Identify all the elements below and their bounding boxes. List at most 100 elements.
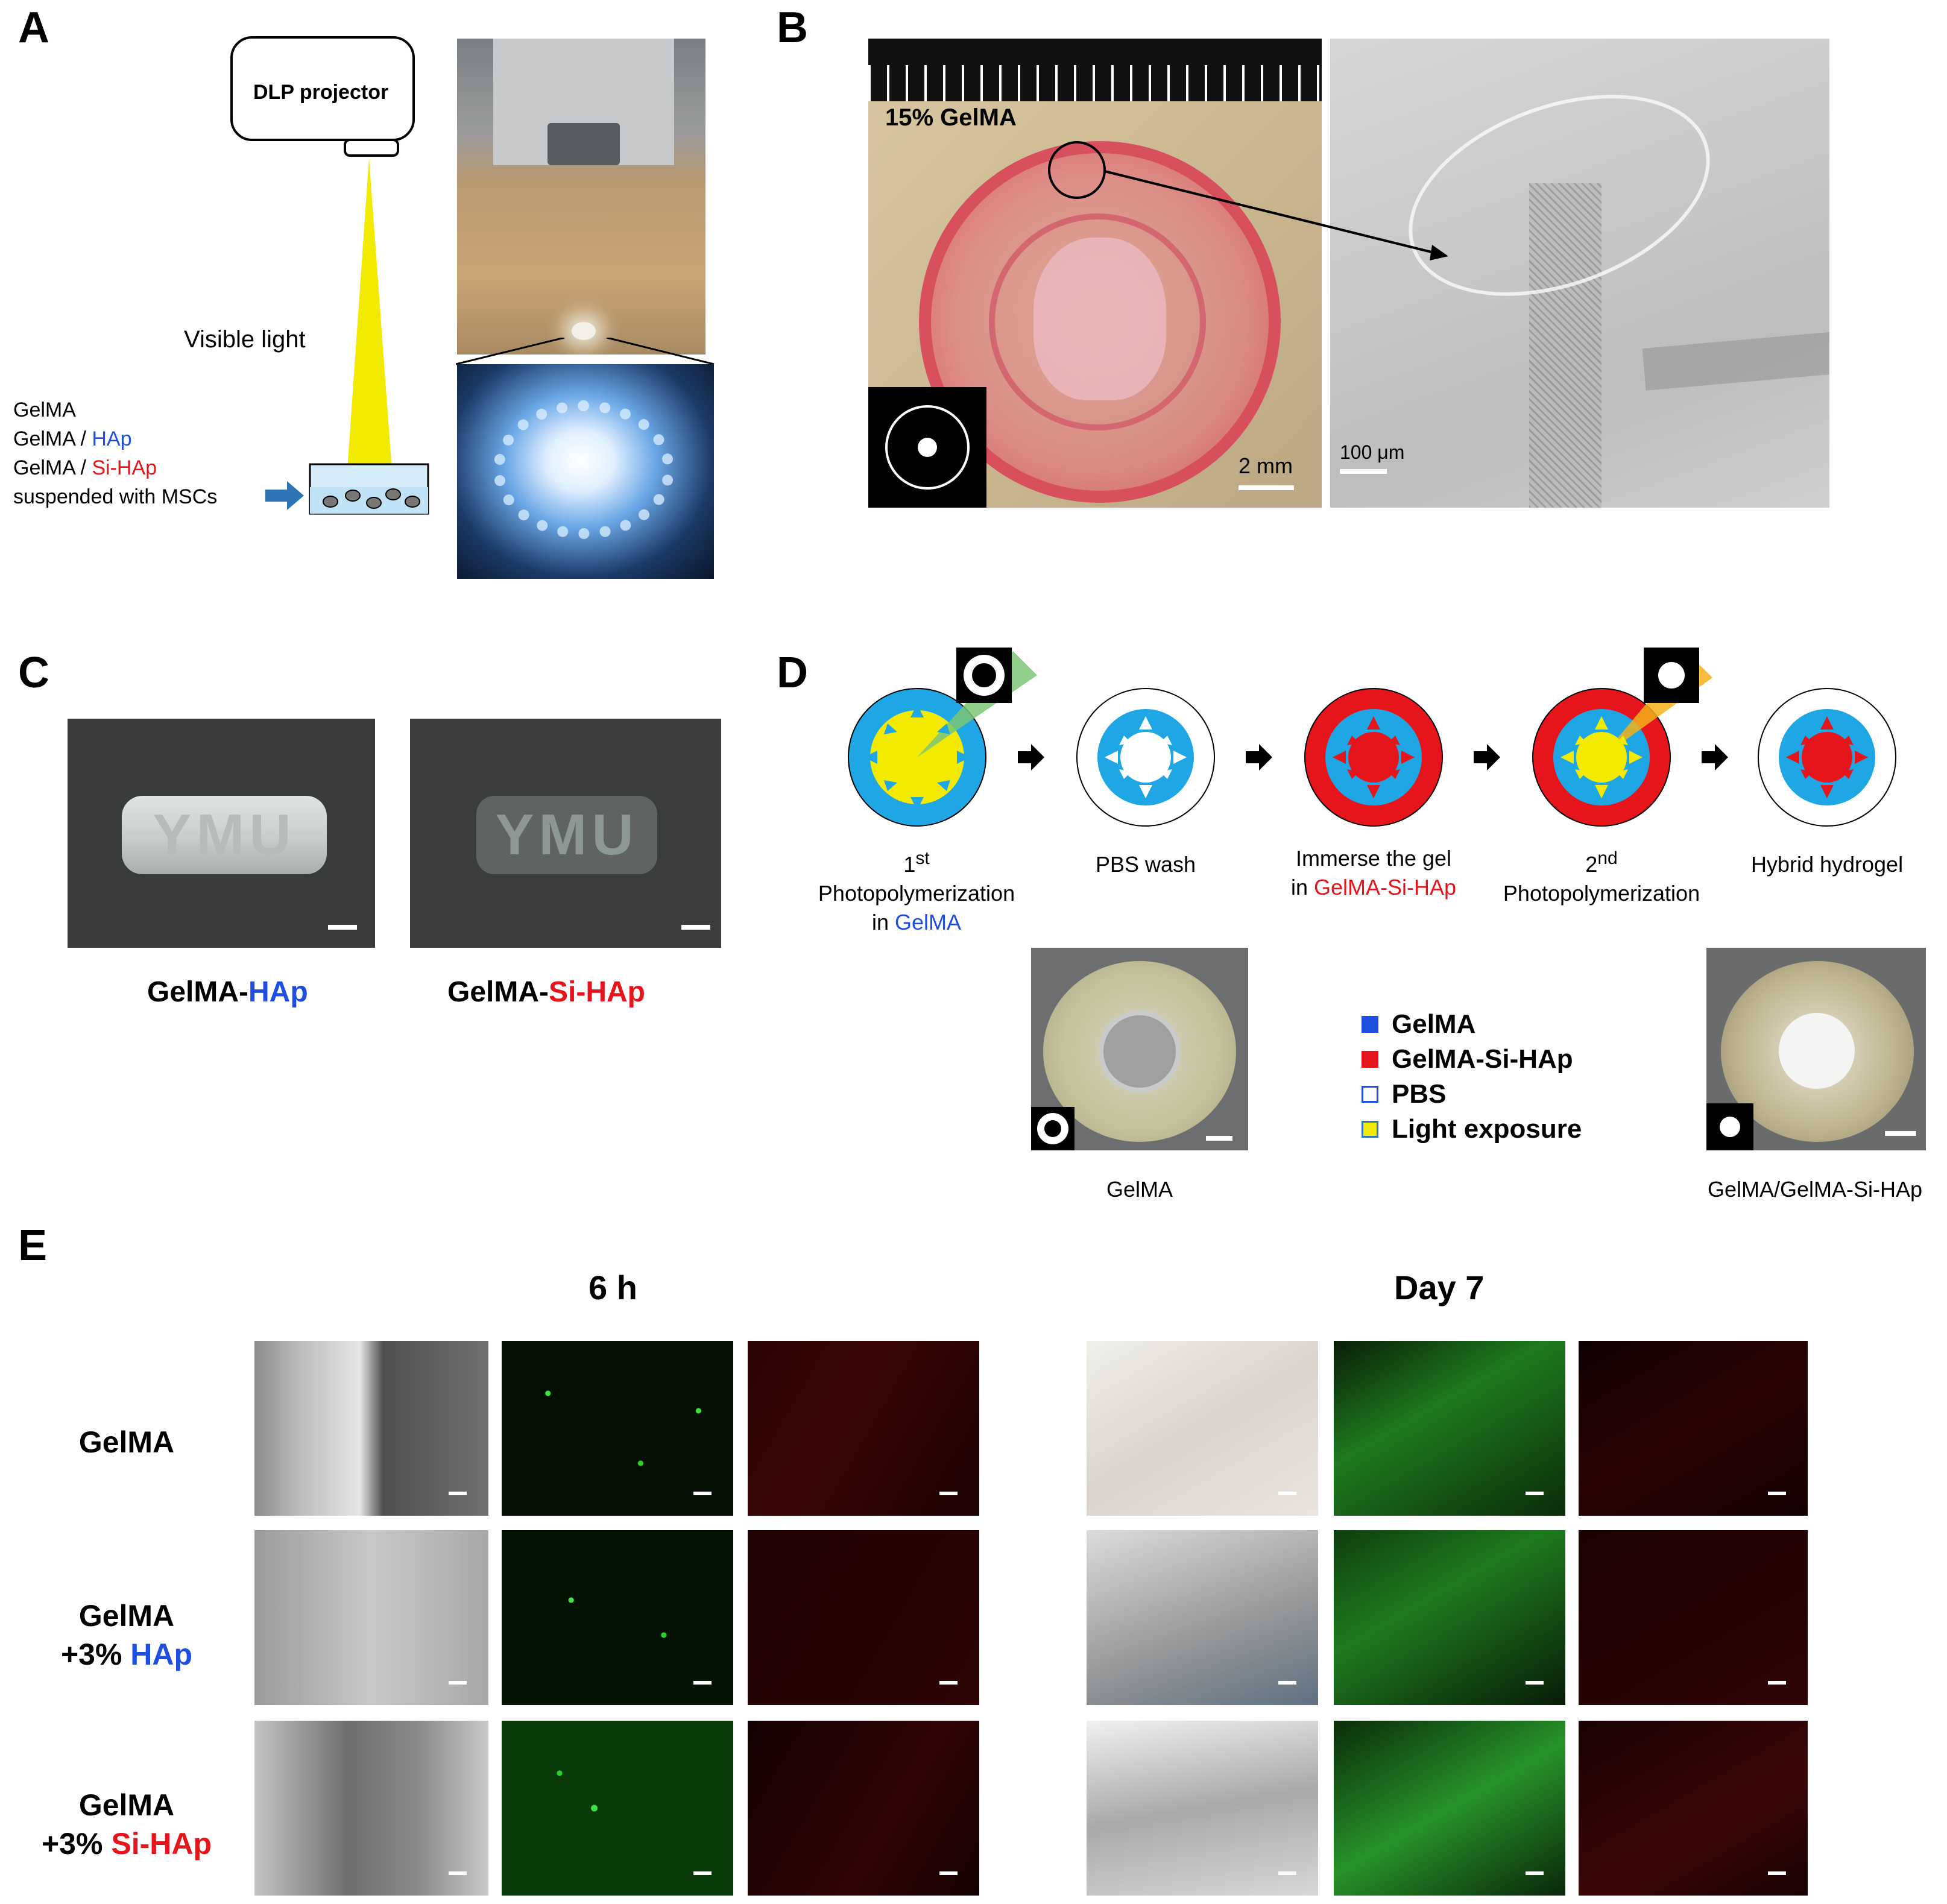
caption-gelma-hap: GelMA-HAp [147,976,308,1008]
micrograph-scalebar [1768,1871,1786,1875]
micrograph-tile [1579,1721,1808,1896]
material-line-2: GelMA / HAp [13,427,132,450]
legend-label: PBS [1392,1079,1447,1109]
micrograph-scalebar [449,1681,467,1685]
micrograph-scalebar [939,1681,958,1685]
print-closeup-photo [457,364,714,579]
gelma-ring-photo [1031,948,1248,1150]
material-list: GelMA GelMA / HAp GelMA / Si-HAp suspend… [13,396,217,511]
legend-item: Light exposure [1362,1112,1582,1147]
gel-text-si-hap: YMU [495,802,639,867]
setup-photo [457,39,705,355]
gelma-hap-photo: YMU [68,719,375,948]
micrograph-tile [502,1341,733,1516]
row-label-gelma: GelMA [78,1425,175,1459]
gel-text-hap: YMU [153,802,296,867]
material-line-4: suspended with MSCs [13,485,218,508]
micrograph-tile [1087,1721,1318,1896]
legend-swatch [1362,1016,1378,1033]
step-2-circle [1076,688,1215,827]
gelma-print-photo [868,39,1322,508]
micrograph-tile [502,1530,733,1705]
zoom-circle [1048,141,1106,199]
light-beam [346,158,393,487]
panel-b-letter: B [777,4,808,52]
zoom-arrow [1104,170,1448,260]
micrograph-tile [748,1530,979,1705]
projector-label: DLP projector [253,81,389,104]
time-label-day7: Day 7 [1394,1269,1485,1307]
row-label-gelma-si-hap: GelMA+3% Si-HAp [41,1788,212,1861]
legend-label: GelMA-Si-HAp [1392,1044,1573,1074]
panel-a-letter: A [18,4,49,52]
micrograph-tile [748,1341,979,1516]
scalebar-2mm [1239,485,1294,490]
micrograph-scalebar [449,1492,467,1495]
two-step-process-diagram [848,648,1896,827]
time-label-6h: 6 h [589,1269,637,1307]
scale-label-100um: 100 μm [1340,441,1405,463]
micrograph-scalebar [693,1492,712,1495]
zoom-lines [456,338,715,365]
micrograph-scalebar [1278,1871,1296,1875]
micrograph-tile [748,1721,979,1896]
micrograph-tile [1087,1530,1318,1705]
gelma-si-hap-photo: YMU [410,719,721,948]
micrograph-tile [1087,1341,1318,1516]
legend-swatch [1362,1121,1378,1138]
micrograph-scalebar [693,1871,712,1875]
micrograph-scalebar [1768,1492,1786,1495]
micrograph-tile [1579,1530,1808,1705]
micrograph-tile [1579,1341,1808,1516]
micrograph-scalebar [939,1871,958,1875]
micrograph-tile [254,1721,488,1896]
gelma-15-label: 15% GelMA [885,104,1017,131]
micrograph-tile [1334,1530,1565,1705]
material-line-1: GelMA [13,399,76,421]
scale-label-2mm: 2 mm [1239,453,1293,478]
legend-swatch [1362,1086,1378,1103]
micrograph-scalebar [693,1681,712,1685]
panel-e-letter: E [18,1222,48,1270]
micrograph-tile [254,1530,488,1705]
micrograph-tile [1334,1721,1565,1896]
legend-label: Light exposure [1392,1114,1582,1144]
step-1-circle [848,648,1037,827]
step-3-circle [1304,688,1443,827]
micrograph-tile [254,1341,488,1516]
ymu-logo [868,387,986,508]
hybrid-hydrogel-photo [1706,948,1926,1150]
legend-swatch [1362,1051,1378,1068]
row-label-gelma-hap: GelMA+3% HAp [60,1599,193,1671]
microscope-detail-photo [1330,39,1829,508]
visible-light-label: Visible light [184,326,306,353]
micrograph-scalebar [1526,1681,1544,1685]
blue-arrow [265,481,304,510]
legend-item: GelMA [1362,1007,1582,1042]
step-2-label: PBS wash [1095,852,1196,877]
micrograph-scalebar [1278,1681,1296,1685]
micrograph-scalebar [1278,1492,1296,1495]
material-line-3: GelMA / Si-HAp [13,456,157,479]
ruler [868,39,1322,101]
step-4-circle [1532,648,1712,827]
legend-item: GelMA-Si-HAp [1362,1042,1582,1077]
dlp-setup-illustration [230,36,429,515]
step-5-circle [1758,688,1896,827]
step-5-label: Hybrid hydrogel [1750,852,1904,877]
micrograph-scalebar [1768,1681,1786,1685]
legend-item: PBS [1362,1077,1582,1112]
legend-label: GelMA [1392,1009,1476,1039]
micrograph-scalebar [449,1871,467,1875]
caption-gelma-si-hap: GelMA-Si-HAp [447,976,645,1008]
photo-caption-hybrid: GelMA/GelMA-Si-HAp [1707,1177,1923,1202]
micrograph-tile [502,1721,733,1896]
scalebar-100um [1340,469,1387,474]
micrograph-scalebar [1526,1871,1544,1875]
micrograph-tile [1334,1341,1565,1516]
projector-lens [344,139,399,157]
